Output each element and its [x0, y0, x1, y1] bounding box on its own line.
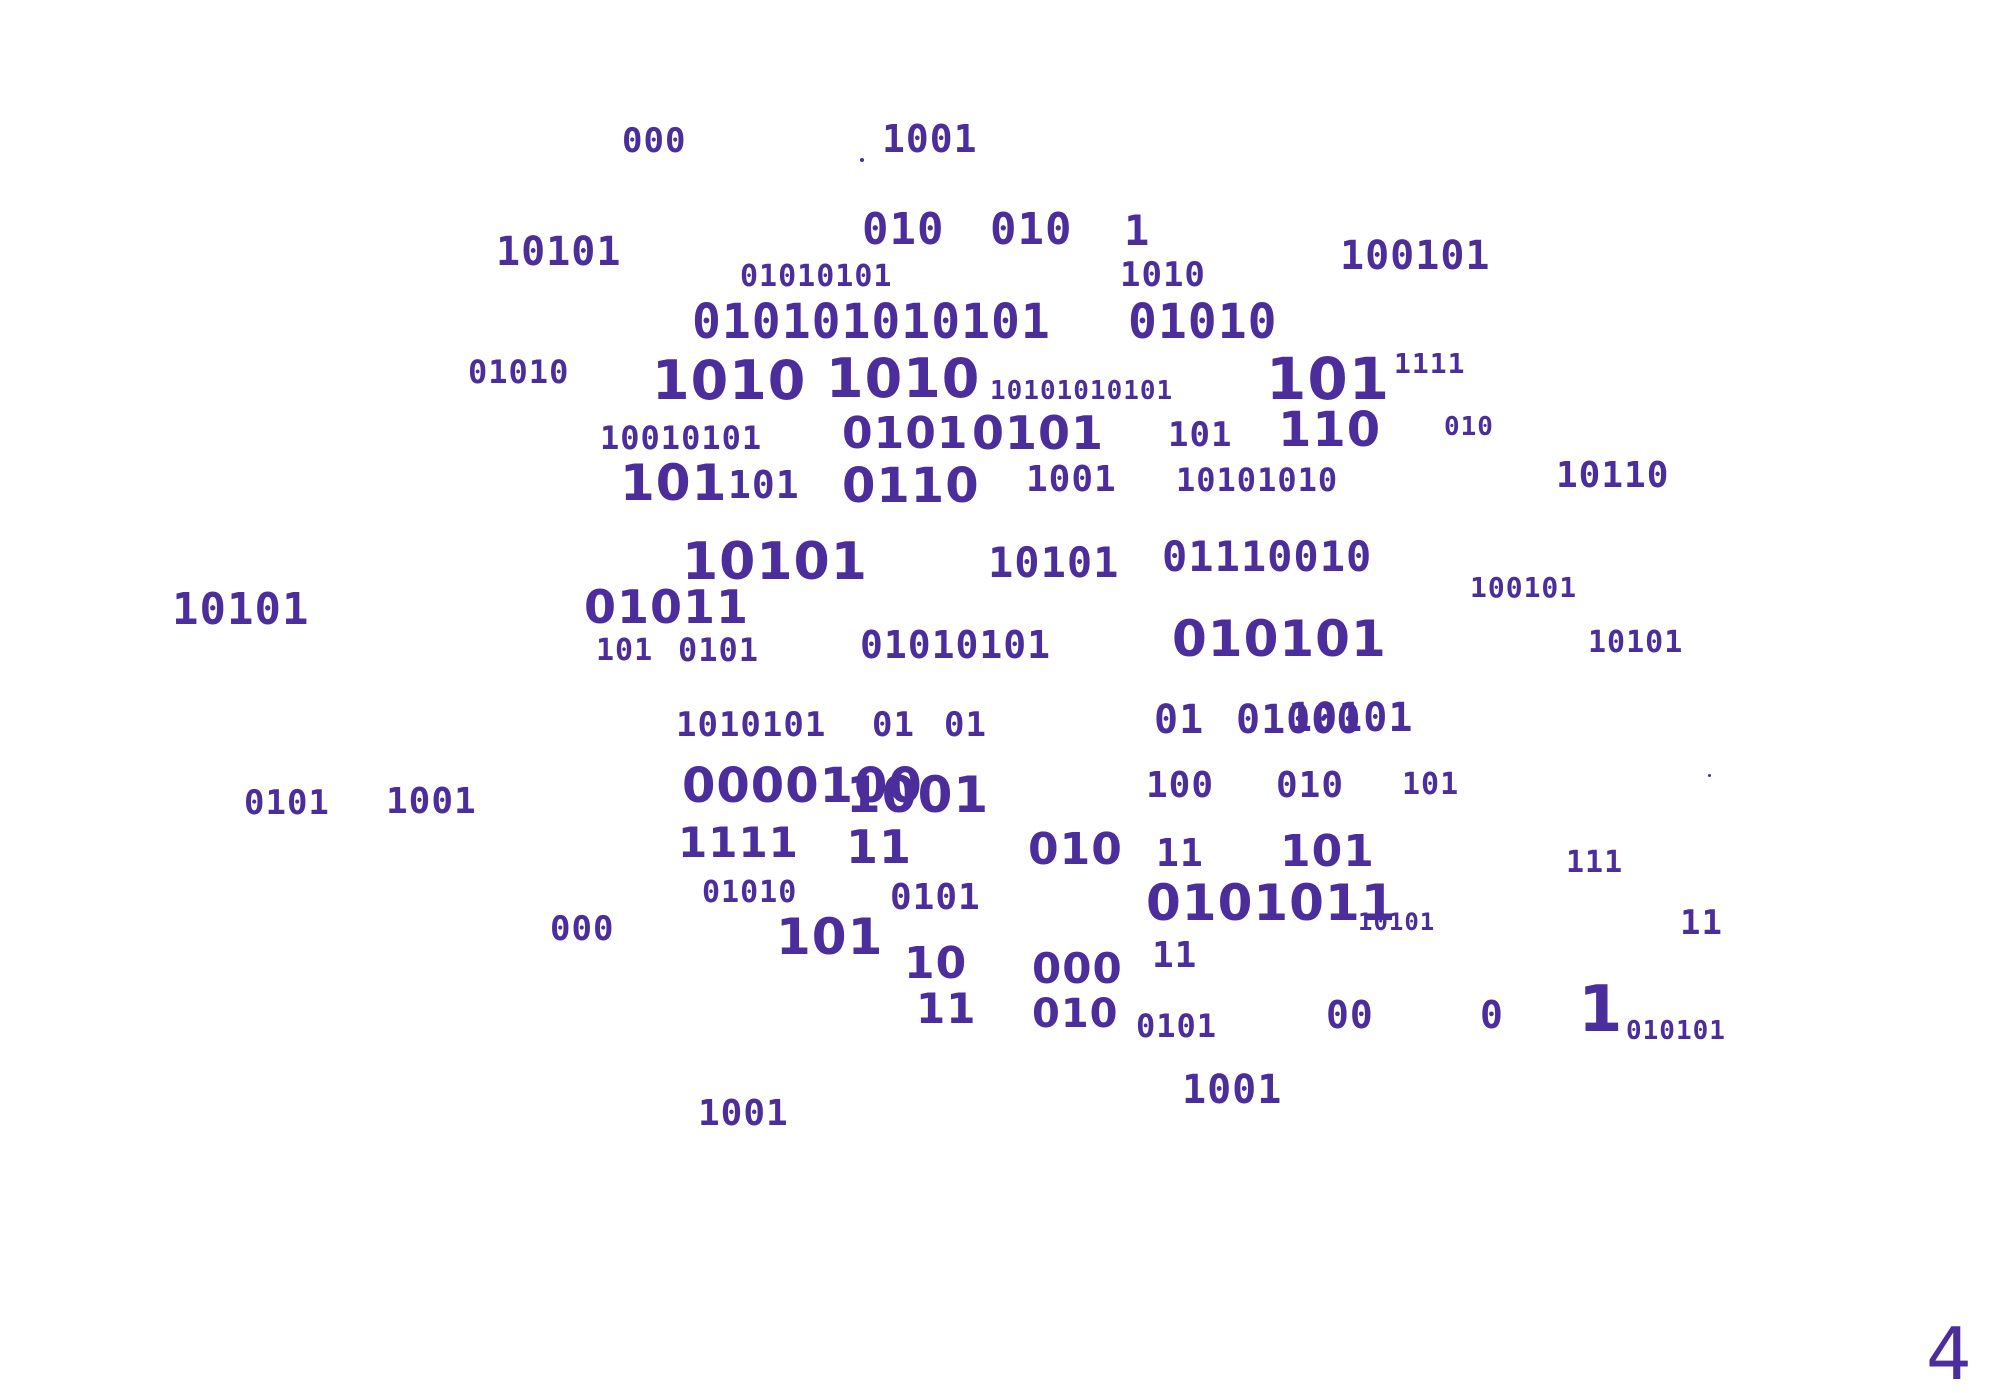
binary-token: 01	[1154, 697, 1205, 743]
binary-token: 10101	[496, 229, 622, 275]
binary-token: 1001	[846, 766, 990, 824]
binary-token: 11	[916, 984, 977, 1033]
binary-token: 110	[1278, 402, 1382, 458]
binary-token: 11	[1680, 903, 1723, 943]
binary-token: 01011	[584, 580, 750, 634]
binary-token: 1001	[698, 1093, 789, 1134]
binary-token: 010101	[1172, 610, 1387, 668]
binary-token: 1001	[1182, 1067, 1283, 1113]
binary-token: 10	[904, 938, 968, 989]
binary-token: 10101	[682, 532, 868, 592]
binary-token: 01010	[468, 353, 570, 391]
binary-token: 1010	[1120, 255, 1206, 295]
binary-token: 10101010101	[990, 376, 1174, 406]
binary-token: 1	[1578, 973, 1624, 1047]
binary-token: 0101	[1136, 1007, 1218, 1045]
binary-token: 010101010101	[692, 294, 1051, 350]
binary-token: 10101010	[1176, 461, 1339, 499]
binary-token: 01000	[1236, 697, 1362, 743]
binary-token: 11	[1152, 935, 1198, 976]
binary-token: 01010	[1128, 294, 1278, 350]
binary-token: 01	[944, 705, 987, 745]
binary-token: 101	[1280, 826, 1375, 877]
binary-token: 0101011	[1146, 874, 1397, 932]
binary-token: 10101	[1358, 908, 1436, 936]
binary-token: 01	[872, 705, 915, 745]
binary-token: 01010	[702, 875, 798, 910]
binary-token: 01010101	[860, 623, 1052, 667]
binary-token: 1001	[386, 781, 477, 822]
binary-token: 100	[1146, 765, 1215, 806]
binary-token: 00	[1326, 993, 1374, 1037]
binary-token: 1111	[678, 818, 799, 867]
binary-token: 101	[620, 454, 728, 512]
binary-token: 01010101	[740, 259, 893, 294]
ink-dot	[1708, 774, 1711, 777]
binary-token: 0101	[890, 877, 981, 918]
binary-token: 010	[1276, 765, 1345, 806]
binary-token: 101	[728, 463, 800, 507]
binary-token: 0101	[972, 406, 1105, 460]
binary-token: 1010101	[676, 705, 827, 745]
binary-token: 010	[990, 204, 1073, 255]
binary-token: 01110010	[1162, 532, 1373, 581]
binary-token: 0101	[244, 783, 330, 823]
binary-token: 010	[862, 204, 945, 255]
binary-token: 0	[1480, 993, 1504, 1037]
binary-token: 10110	[1556, 455, 1670, 496]
binary-token: 1001	[882, 117, 978, 161]
binary-token: 000	[1032, 944, 1123, 993]
binary-token: 10101	[988, 538, 1120, 587]
binary-token: 1010	[652, 349, 807, 412]
binary-token: 1010	[826, 347, 981, 410]
binary-token: 10010101	[600, 419, 763, 457]
binary-token: 101	[1402, 767, 1460, 802]
binary-token: 1001	[1026, 459, 1117, 500]
binary-token: 101	[776, 908, 884, 966]
binary-token: 010101	[1626, 1016, 1726, 1046]
binary-token: 10101	[1288, 695, 1414, 741]
binary-token: 010	[1028, 824, 1123, 875]
binary-token: 0000100	[682, 758, 923, 814]
page-number: 4	[1926, 1312, 1973, 1393]
binary-token: 0101	[842, 408, 969, 459]
binary-token: 101	[1168, 415, 1233, 455]
binary-token: 000	[550, 909, 615, 949]
binary-token: 10101	[1588, 625, 1684, 660]
binary-token: 11	[846, 820, 913, 874]
binary-token: 100101	[1340, 233, 1491, 279]
binary-token: 010	[1032, 991, 1119, 1037]
binary-token: 010	[1444, 412, 1494, 442]
binary-token: 101	[596, 633, 654, 668]
binary-token: 101	[1266, 345, 1391, 413]
binary-token: 0101	[678, 631, 760, 669]
binary-token: 11	[1156, 831, 1204, 875]
binary-token: 10101	[172, 584, 310, 635]
binary-token: 1111	[1394, 347, 1466, 380]
binary-token: 111	[1566, 845, 1624, 880]
ink-dot	[860, 158, 864, 162]
binary-token: 000	[622, 121, 687, 161]
binary-token: 100101	[1470, 571, 1578, 604]
binary-token: 0110	[842, 458, 980, 514]
binary-token: 1	[1124, 206, 1151, 255]
